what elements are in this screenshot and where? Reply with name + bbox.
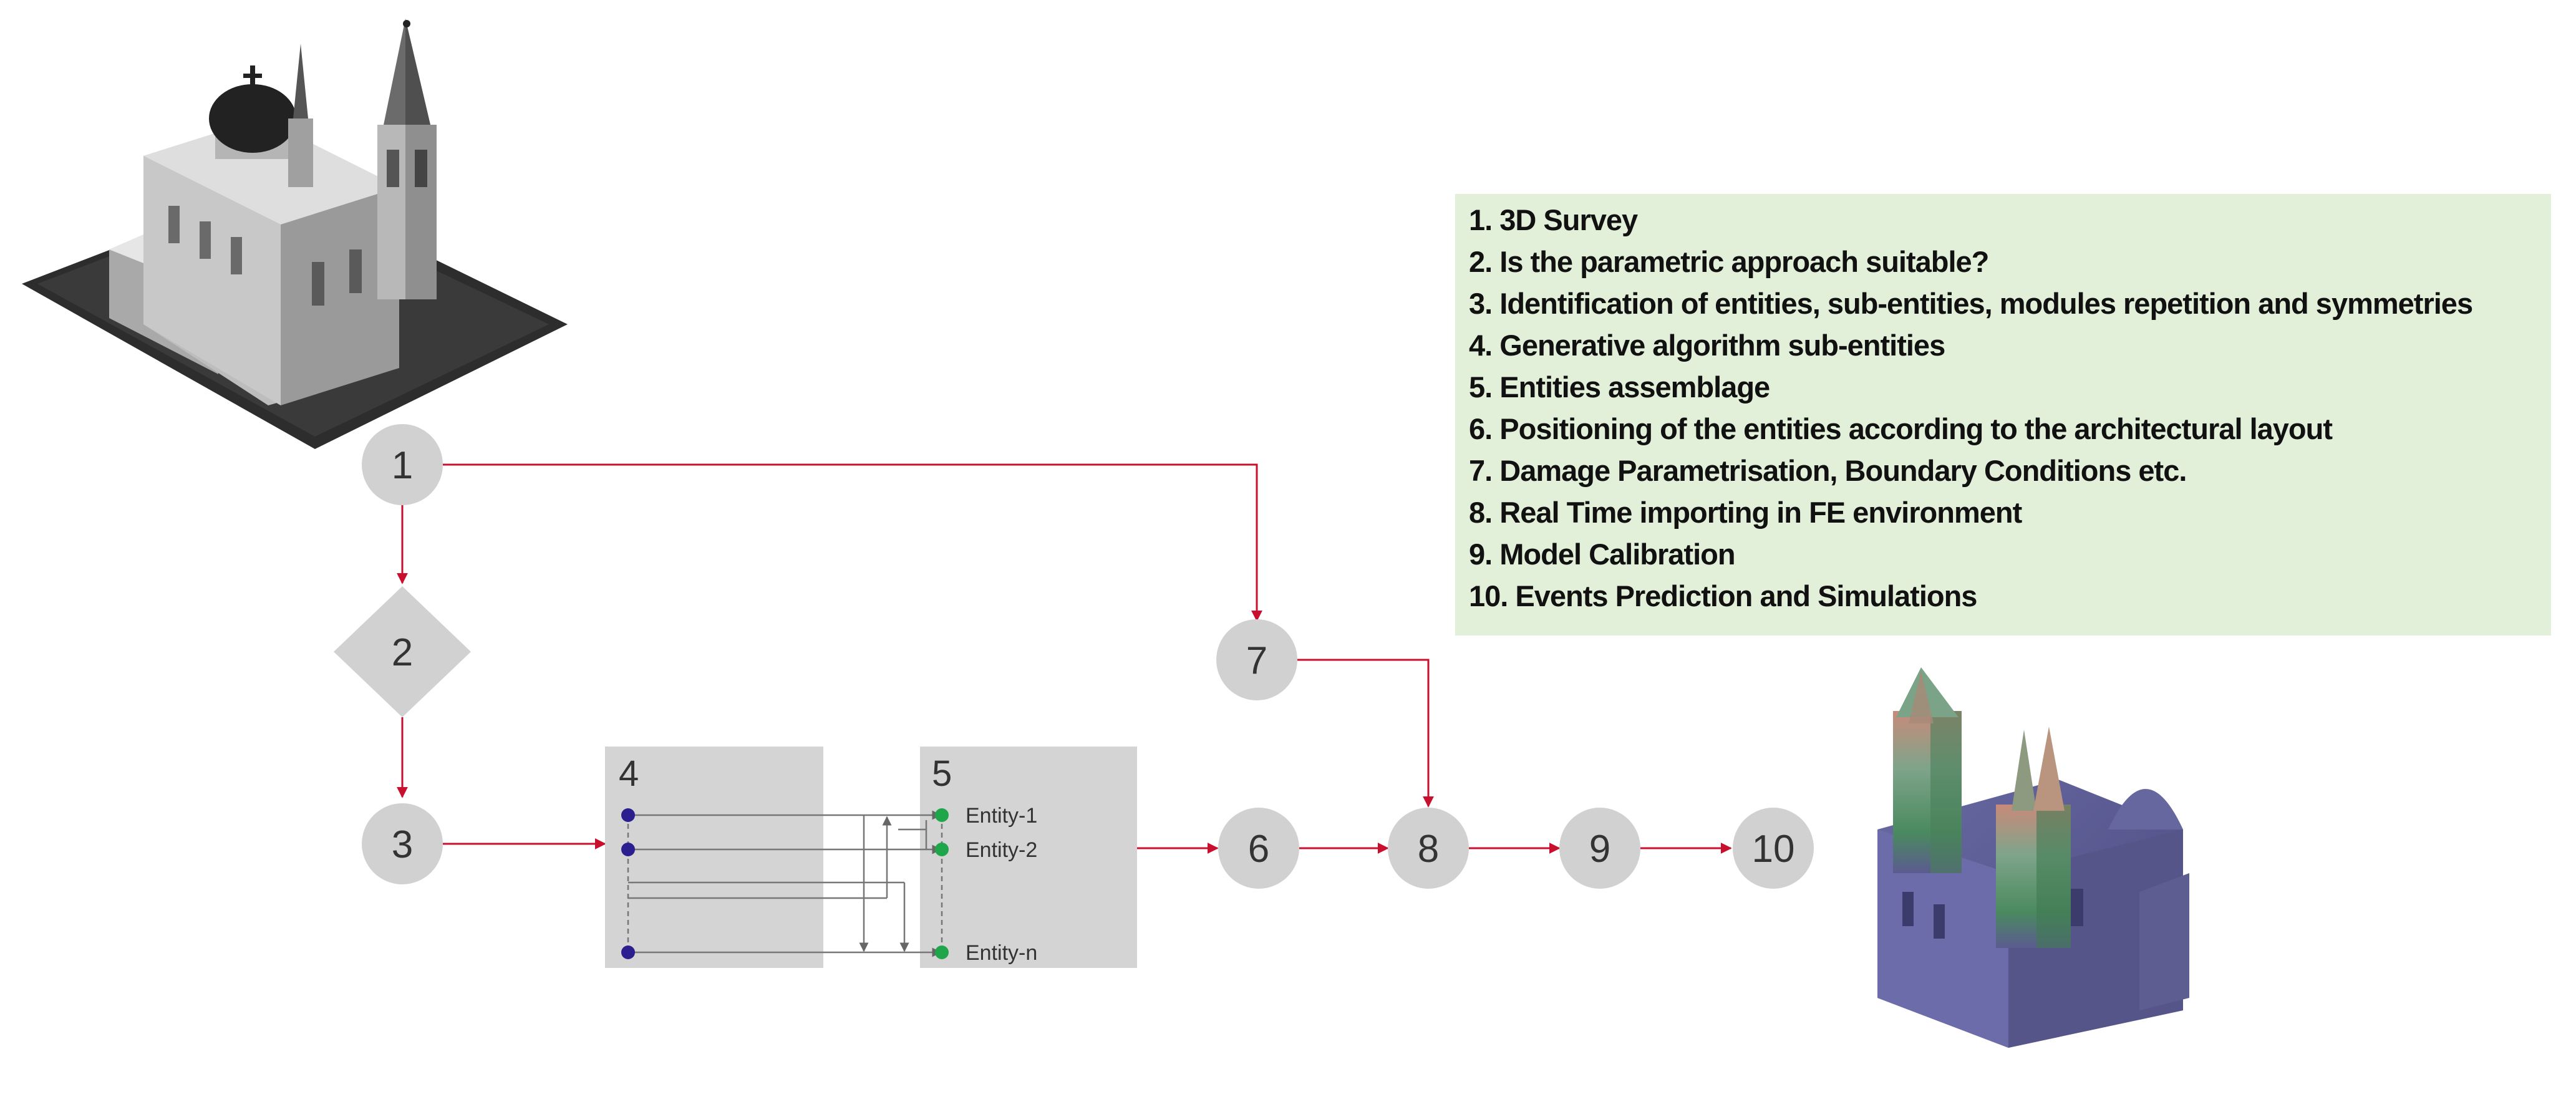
node-7: 7 — [1216, 619, 1297, 700]
node-3: 3 — [362, 803, 443, 884]
svg-text:1: 1 — [392, 444, 413, 487]
entity-dot-blue-2 — [621, 843, 635, 856]
node-2-decision: 2 — [334, 586, 471, 717]
svg-text:9: 9 — [1589, 828, 1610, 871]
entity-dot-green-n — [935, 945, 949, 959]
legend-item-6: 6. Positioning of the entities according… — [1469, 412, 2333, 445]
svg-text:8: 8 — [1418, 828, 1439, 871]
svg-text:6: 6 — [1248, 828, 1269, 871]
box-5-entities-assemblage — [920, 747, 1137, 968]
entity-dot-green-2 — [935, 843, 949, 856]
legend-item-2: 2. Is the parametric approach suitable? — [1469, 245, 1989, 278]
connector-1-7 — [443, 463, 1262, 622]
svg-text:3: 3 — [392, 823, 413, 866]
connector-7-8 — [1297, 659, 1434, 808]
entity-dot-green-1 — [935, 808, 949, 822]
legend-item-10: 10. Events Prediction and Simulations — [1469, 579, 1977, 612]
connectors — [397, 463, 1732, 854]
node-8: 8 — [1388, 808, 1469, 889]
svg-text:7: 7 — [1246, 639, 1267, 682]
entity-1-label: Entity-1 — [966, 804, 1037, 828]
entity-links — [627, 810, 943, 957]
entity-dot-blue-1 — [621, 808, 635, 822]
legend-item-3: 3. Identification of entities, sub-entit… — [1469, 287, 2473, 320]
svg-text:2: 2 — [392, 631, 413, 674]
legend-item-9: 9. Model Calibration — [1469, 538, 1736, 571]
legend-panel: 1. 3D Survey 2. Is the parametric approa… — [1455, 194, 2551, 636]
box-4-label: 4 — [619, 753, 639, 794]
entity-n-label: Entity-n — [966, 941, 1037, 965]
node-10: 10 — [1733, 808, 1814, 889]
node-1: 1 — [362, 424, 443, 505]
legend-item-5: 5. Entities assemblage — [1469, 370, 1770, 404]
entity-dot-blue-n — [621, 945, 635, 959]
legend-item-1: 1. 3D Survey — [1469, 203, 1638, 236]
legend-item-8: 8. Real Time importing in FE environment — [1469, 496, 2022, 529]
node-9: 9 — [1559, 808, 1640, 889]
legend-item-7: 7. Damage Parametrisation, Boundary Cond… — [1469, 454, 2187, 487]
svg-text:10: 10 — [1752, 828, 1795, 871]
box-5-label: 5 — [932, 753, 952, 794]
legend-item-4: 4. Generative algorithm sub-entities — [1469, 329, 1945, 362]
node-6: 6 — [1218, 808, 1299, 889]
fe-model-church-image — [1877, 667, 2189, 1048]
entity-2-label: Entity-2 — [966, 838, 1037, 862]
point-cloud-church-image — [22, 19, 568, 449]
box-4-generative-algorithm — [605, 747, 823, 968]
